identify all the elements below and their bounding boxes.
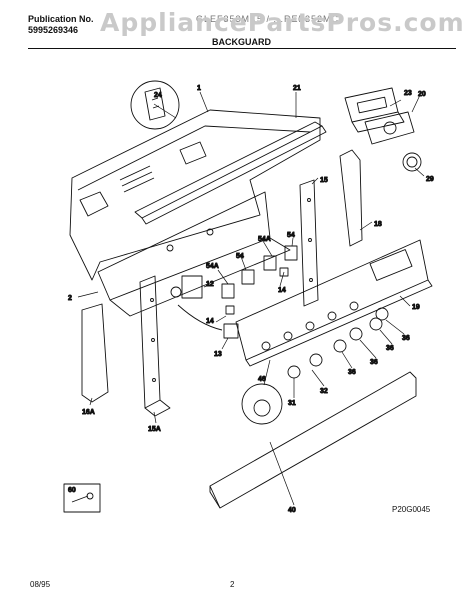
part-clock-housing: [344, 87, 405, 133]
part-right-side-bracket: [339, 149, 363, 247]
part-infinite-switches: [221, 245, 298, 299]
callout-36-d: 36: [402, 335, 410, 342]
section-title: BACKGUARD: [212, 37, 271, 47]
model-number: GLEF353MK5 / ...REF352MC: [196, 14, 340, 24]
callout-24: 24: [154, 92, 162, 99]
callout-16A: 16A: [82, 409, 95, 416]
callout-54A-mid: 54A: [206, 263, 219, 270]
callout-15A: 15A: [148, 426, 161, 433]
callout-36-a: 36: [348, 369, 356, 376]
part-main-housing: [97, 191, 291, 317]
callout-21: 21: [293, 85, 301, 92]
callout-29: 29: [426, 176, 434, 183]
part-control-panel: [235, 239, 433, 367]
callout-20: 20: [418, 91, 426, 98]
publication-number: 5995269346: [28, 25, 79, 35]
callout-2: 2: [68, 295, 72, 302]
publication-label: Publication No.: [28, 14, 94, 24]
part-top-trim: [134, 121, 327, 225]
callout-14-left: 14: [206, 318, 214, 325]
callout-36-b: 36: [370, 359, 378, 366]
callout-32: 32: [320, 388, 328, 395]
leader-lines: [77, 91, 425, 506]
callout-15: 15: [320, 177, 328, 184]
part-left-side-trim: [81, 303, 109, 403]
callout-19: 19: [412, 304, 420, 311]
part-rear-panel: [69, 109, 321, 281]
watermark: AppliancePartsPros.com: [100, 8, 465, 37]
callout-1: 1: [197, 85, 201, 92]
callout-13: 13: [214, 351, 222, 358]
callout-54A-top: 54A: [258, 236, 271, 243]
part-left-end-cap: [139, 275, 171, 417]
footer-page-number: 2: [230, 580, 235, 589]
callout-54-top: 54: [287, 232, 295, 239]
callout-40: 40: [288, 507, 296, 514]
footer-date: 08/95: [30, 580, 51, 589]
callout-36-c: 36: [386, 345, 394, 352]
part-connector-detail: [130, 80, 180, 130]
callout-54-mid: 54: [236, 253, 244, 260]
header-rule: [28, 48, 456, 49]
callout-31: 31: [288, 400, 296, 407]
callout-12: 12: [206, 281, 214, 288]
part-screw-detail: [63, 483, 101, 513]
callout-46: 46: [258, 376, 266, 383]
callout-23: 23: [404, 90, 412, 97]
part-thermostat: [170, 275, 223, 331]
callout-60: 60: [68, 487, 76, 494]
part-right-end-cap: [299, 179, 319, 307]
part-selector-switches: [223, 267, 289, 339]
part-clock: [364, 111, 415, 145]
part-lower-trim: [209, 371, 417, 509]
callout-14-right: 14: [278, 287, 286, 294]
diagram-code: P20G0045: [392, 505, 431, 514]
callout-18: 18: [374, 221, 382, 228]
part-knob-detail: [241, 383, 283, 425]
part-clock-knob: [402, 152, 422, 172]
callout-labels: 1 21 23 20 24 29 15 18 19 2 12 14 14 13 …: [68, 85, 435, 515]
